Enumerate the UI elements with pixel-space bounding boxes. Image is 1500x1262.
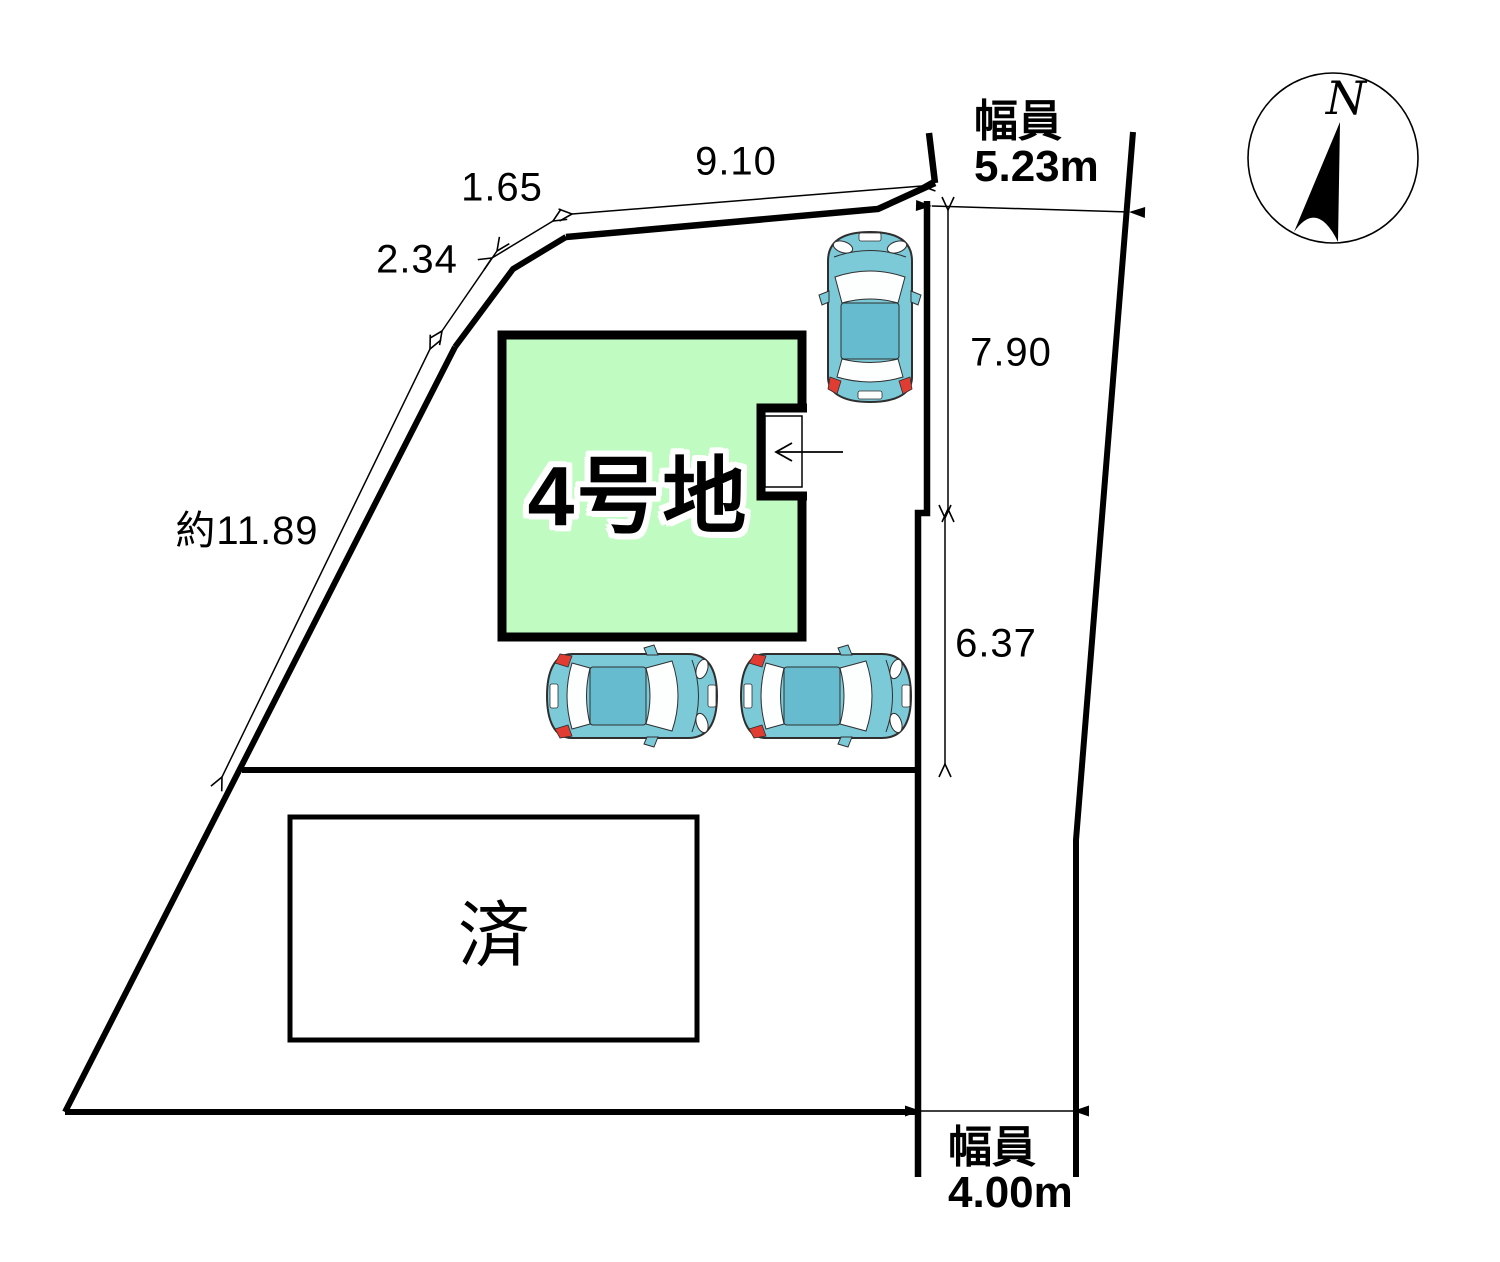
car-southeast [740, 644, 912, 748]
road-west-spur [925, 132, 939, 184]
boundary-east-edge [914, 201, 931, 1177]
sold-lot-label: 済 [457, 896, 531, 977]
compass [1247, 72, 1419, 244]
dim-line-road-east-width [915, 200, 1146, 218]
sold-lot-outline [287, 814, 700, 1043]
road-east-width-caption: 幅員 [974, 97, 1062, 146]
entrance-notch-outline [756, 403, 807, 501]
entrance-arrow-icon [774, 442, 843, 462]
dim-line-2-34 [429, 236, 510, 346]
car-north [818, 231, 922, 403]
building-footprint [497, 330, 843, 642]
dim-label-right-lower: 6.37 [955, 621, 1037, 666]
dim-line-11-89 [210, 334, 442, 792]
road-east-edge [1073, 131, 1136, 1177]
dim-label-top-edge: 9.10 [695, 139, 777, 184]
compass-needle-icon [1294, 122, 1340, 242]
dim-label-right-upper: 7.90 [970, 330, 1052, 375]
building-outline [497, 330, 807, 642]
road-south-width-label: 幅員 4.00m [948, 1123, 1073, 1217]
road-south-width-caption: 幅員 [948, 1123, 1036, 1172]
compass-north-label: N [1325, 71, 1367, 125]
dimension-lines [210, 178, 1146, 1117]
dim-line-top-edge [558, 178, 936, 222]
compass-circle [1247, 72, 1419, 244]
dim-label-left-edge: 約11.89 [175, 509, 319, 553]
dim-label-1-65: 1.65 [461, 165, 543, 210]
car-southwest [546, 644, 718, 748]
road-south-width-value: 4.00m [948, 1167, 1073, 1217]
lot-number-label: 4号地 [527, 449, 749, 544]
road-east-width-label: 幅員 5.23m [974, 97, 1099, 191]
road-east-width-value: 5.23m [974, 141, 1099, 191]
dim-label-2-34: 2.34 [376, 237, 458, 282]
